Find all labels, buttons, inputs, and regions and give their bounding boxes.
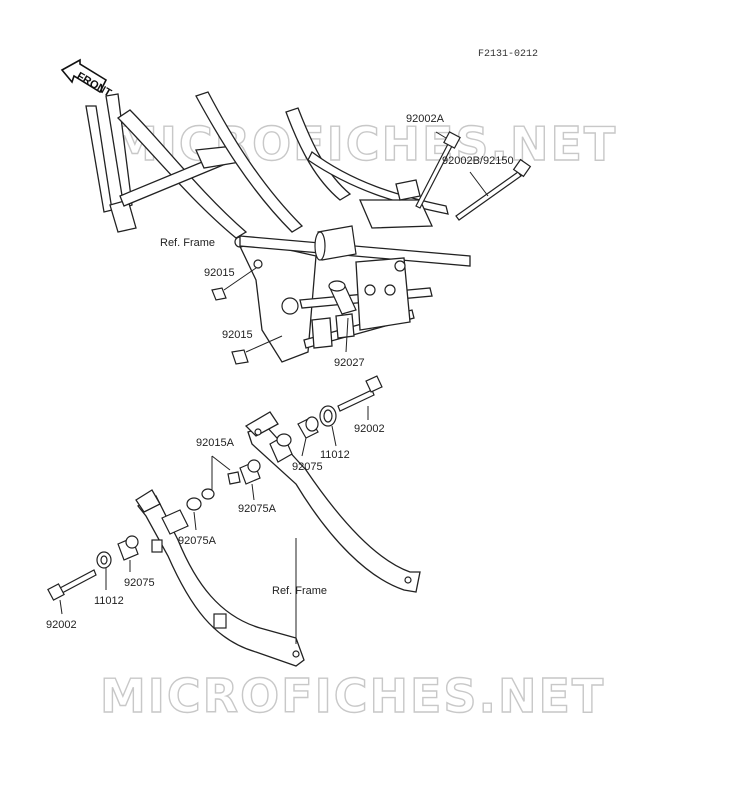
part-92002-bolt-left (47, 569, 97, 615)
label-92075-left: 92075 (124, 577, 155, 589)
part-92015A-nuts (201, 455, 241, 500)
label-92002-left: 92002 (46, 619, 77, 631)
label-ref-frame-top: Ref. Frame (160, 237, 215, 249)
label-92015-b: 92015 (222, 329, 253, 341)
part-11012-washer-left (96, 551, 112, 590)
part-92075-bush-left (117, 535, 139, 572)
label-92002A: 92002A (406, 113, 445, 125)
part-92075A-bush-left (161, 497, 202, 535)
label-92075-right: 92075 (292, 461, 323, 473)
part-92002B-bolt (455, 158, 532, 221)
label-92002B-92150: 92002B/92150 (442, 155, 514, 167)
label-92015-a: 92015 (204, 267, 235, 279)
part-92015-nut-upper (211, 267, 257, 301)
label-92027: 92027 (334, 357, 365, 369)
part-92027-collar (328, 280, 357, 353)
watermark-bottom: MICROFICHES.NET (100, 669, 605, 723)
part-92015-nut-lower (231, 335, 283, 365)
part-11012-washer-right (319, 405, 337, 447)
part-92002-bolt-right (337, 375, 383, 420)
part-collar-right (269, 433, 293, 463)
part-92002A-bolt (415, 131, 461, 209)
part-92075-bush-right (297, 416, 319, 457)
label-92075A-left: 92075A (178, 535, 217, 547)
part-92075A-bush-right (239, 459, 261, 501)
watermark-top: MICROFICHES.NET (112, 117, 617, 171)
left-frame-rail (135, 489, 305, 667)
right-frame-rail (244, 411, 421, 593)
front-arrow-icon: FRONT (60, 58, 114, 100)
label-92075A-right: 92075A (238, 503, 277, 515)
label-11012-left: 11012 (94, 595, 124, 607)
figure-code: F2131-0212 (478, 49, 538, 60)
label-92002-right: 92002 (354, 423, 385, 435)
label-ref-frame-bottom: Ref. Frame (272, 585, 327, 597)
label-11012-right: 11012 (320, 449, 350, 461)
main-frame-drawing (85, 91, 471, 363)
label-92015A: 92015A (196, 437, 235, 449)
